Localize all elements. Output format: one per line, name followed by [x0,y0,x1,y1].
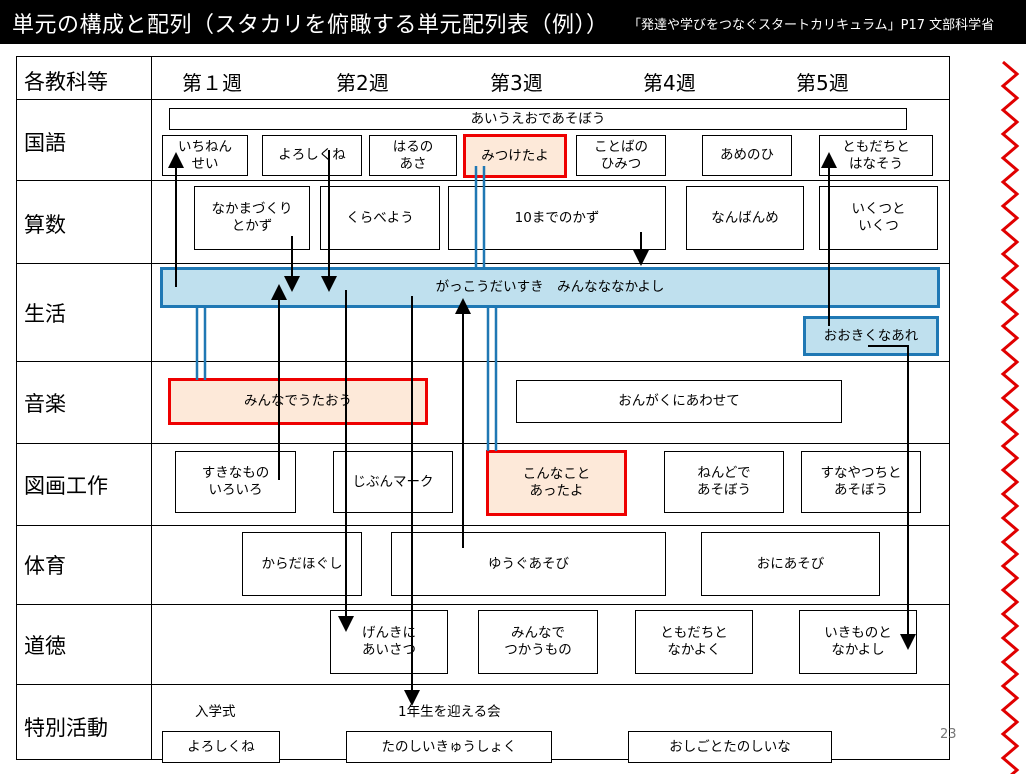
unit-box: なかまづくり とかず [194,186,310,250]
row-label-sansu: 算数 [24,213,66,237]
week-header: 第4週 [643,71,696,95]
highlighted-unit-box: みつけたよ [463,134,567,178]
row-label-kokugo: 国語 [24,131,66,155]
unit-box: みんなで つかうもの [478,610,598,674]
unit-box: ねんどで あそぼう [664,451,784,513]
unit-box: じぶんマーク [333,451,453,513]
unit-box: すきなもの いろいろ [175,451,296,513]
unit-box: すなやつちと あそぼう [801,451,921,513]
row-divider [16,525,950,526]
event-label: 1年生を迎える会 [398,704,501,720]
blue-link-lines [195,166,498,451]
row-divider [16,361,950,362]
row-divider [16,99,950,100]
row-label-ongaku: 音楽 [24,392,66,416]
unit-box: ともだちと はなそう [819,135,933,176]
subject-column-header: 各教科等 [24,70,108,94]
unit-box: いきものと なかよし [799,610,917,674]
column-divider [151,56,152,760]
unit-box: ともだちと なかよく [635,610,753,674]
unit-box: ゆうぐあそび [391,532,666,596]
life-unit-box: おおきくなあれ [803,316,939,356]
highlighted-unit-box: こんなこと あったよ [486,450,627,516]
row-label-seikatsu: 生活 [24,302,66,326]
source-citation: 「発達や学びをつなぐスタートカリキュラム」P17 文部科学省 [628,18,995,33]
week-header: 第2週 [336,71,389,95]
week-header: 第3週 [490,71,543,95]
event-label: 入学式 [195,704,236,720]
row-divider [16,443,950,444]
row-divider [16,684,950,685]
unit-box: よろしくね [162,731,280,763]
unit-box: いくつと いくつ [819,186,938,250]
unit-box: たのしいきゅうしょく [346,731,552,763]
unit-box: ことばの ひみつ [576,135,666,176]
unit-box: あいうえおであそぼう [169,108,907,130]
row-label-tokkatsu: 特別活動 [24,716,108,740]
unit-box: げんきに あいさつ [330,610,448,674]
arrow-lines [168,150,916,706]
row-divider [16,604,950,605]
unit-box: あめのひ [702,135,792,176]
row-label-dotoku: 道徳 [24,634,66,658]
row-label-zuga: 図画工作 [24,474,108,498]
week-header: 第5週 [796,71,849,95]
zigzag-border [1000,60,1020,774]
unit-box: からだほぐし [242,532,362,596]
page-title: 単元の構成と配列（スタカリを俯瞰する単元配列表（例）） [12,13,609,38]
page-number: 23 [940,727,957,742]
unit-box: おんがくにあわせて [516,380,842,423]
unit-box: くらべよう [320,186,440,250]
week-header: 第１週 [182,71,242,95]
unit-box: はるの あさ [369,135,457,176]
highlighted-unit-box: みんなでうたおう [168,378,428,425]
unit-box: おしごとたのしいな [628,731,832,763]
unit-box: おにあそび [701,532,880,596]
title-bar: 単元の構成と配列（スタカリを俯瞰する単元配列表（例）） 「発達や学びをつなぐスタ… [0,0,1026,44]
unit-box: なんばんめ [686,186,804,250]
row-label-taiiku: 体育 [24,554,66,578]
